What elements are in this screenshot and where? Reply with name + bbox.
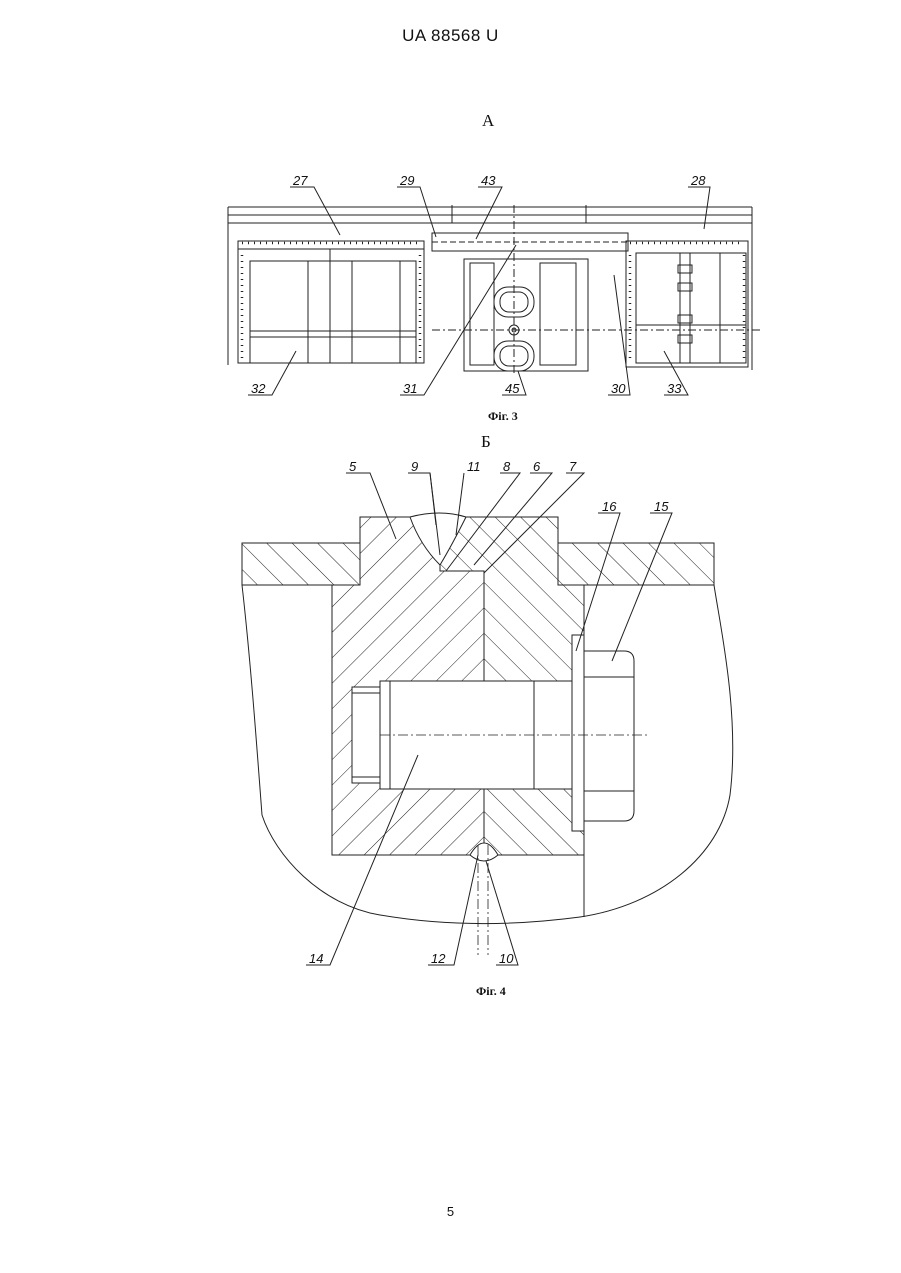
figure-4-caption: Фіг. 4	[476, 984, 506, 999]
callout-11: 11	[467, 459, 481, 474]
callout-12: 12	[431, 951, 446, 966]
figure-3-drawing: 27 29 43 28 32 31 45 30 33	[0, 165, 901, 405]
callout-15: 15	[654, 499, 669, 514]
callout-10: 10	[499, 951, 514, 966]
callout-9: 9	[411, 459, 418, 474]
callout-8: 8	[503, 459, 511, 474]
callout-29: 29	[399, 173, 414, 188]
callout-43: 43	[481, 173, 496, 188]
callout-30: 30	[611, 381, 626, 396]
view-label-a: A	[482, 111, 494, 131]
patent-number-header: UA 88568 U	[0, 26, 901, 46]
view-label-b: Б	[481, 432, 491, 452]
figure-3-caption: Фіг. 3	[488, 409, 518, 424]
callout-6: 6	[533, 459, 541, 474]
callout-33: 33	[667, 381, 682, 396]
callout-32: 32	[251, 381, 266, 396]
callout-5: 5	[349, 459, 357, 474]
callout-16: 16	[602, 499, 617, 514]
callout-28: 28	[690, 173, 706, 188]
callout-14: 14	[309, 951, 323, 966]
page-number: 5	[0, 1204, 901, 1219]
callout-31: 31	[403, 381, 417, 396]
figure-4-drawing: 5 9 11 8 6 7 16 15 14 12 10	[0, 455, 901, 975]
callout-45: 45	[505, 381, 520, 396]
callout-7: 7	[569, 459, 577, 474]
callout-27: 27	[292, 173, 308, 188]
